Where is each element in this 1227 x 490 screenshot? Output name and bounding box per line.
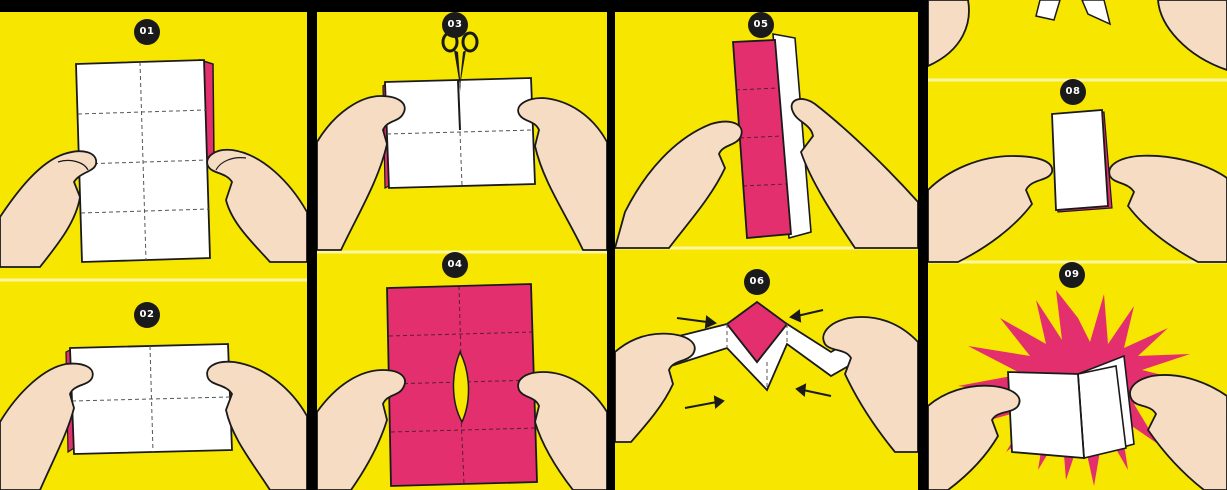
right-hand [1108,154,1227,263]
book-spine [1077,373,1085,459]
step-badge-03: 03 [442,12,468,38]
panel-1: 01 02 [0,12,307,490]
step-03-illustration [317,31,607,251]
step-badge-02: 02 [134,302,160,328]
cut-opening [452,350,470,424]
step-01-illustration [0,58,307,268]
left-hand [928,155,1053,263]
left-hand [0,362,94,490]
panel-4: 08 09 [928,0,1227,490]
left-hand [317,95,406,251]
left-hand [615,332,696,443]
panel-2: 03 04 [317,12,607,490]
step-badge-09: 09 [1059,262,1085,288]
left-hand [317,369,406,490]
step-badge-05: 05 [748,12,774,38]
panel-1-art [0,58,307,490]
step-04-illustration [317,283,607,490]
step-badge-04: 04 [442,252,468,278]
magenta-sheet [732,39,792,239]
left-hand [928,384,1021,490]
right-hand [517,97,607,251]
right-hand [206,360,307,490]
step-badge-08: 08 [1060,79,1086,105]
mini-book [1051,109,1109,211]
step-07-remnant [928,0,1227,71]
right-hand [206,148,307,263]
step-badge-06: 06 [744,269,770,295]
panel-3: 05 06 [615,12,918,490]
step-02-illustration [0,343,307,490]
fold-lines [735,87,787,187]
step-05-illustration [615,33,918,249]
fold-lines [71,345,231,453]
right-hand [1129,374,1227,490]
fold-lines [726,324,788,390]
panel-3-art [615,33,918,453]
panel-2-art [317,31,607,490]
left-hand [0,150,97,268]
right-hand [517,371,607,490]
step-06-illustration [615,300,918,453]
arrow-icon [676,309,832,410]
step-08-illustration [928,109,1227,263]
fold-lines [77,61,210,261]
left-hand [615,120,743,249]
fold-lines [386,129,534,187]
cut-line [457,79,461,131]
right-hand [790,98,918,249]
panel-4-art [928,0,1227,490]
step-badge-01: 01 [134,19,160,45]
right-hand [822,316,918,453]
mini-book-open [1007,371,1085,459]
step-09-illustration [928,290,1227,490]
